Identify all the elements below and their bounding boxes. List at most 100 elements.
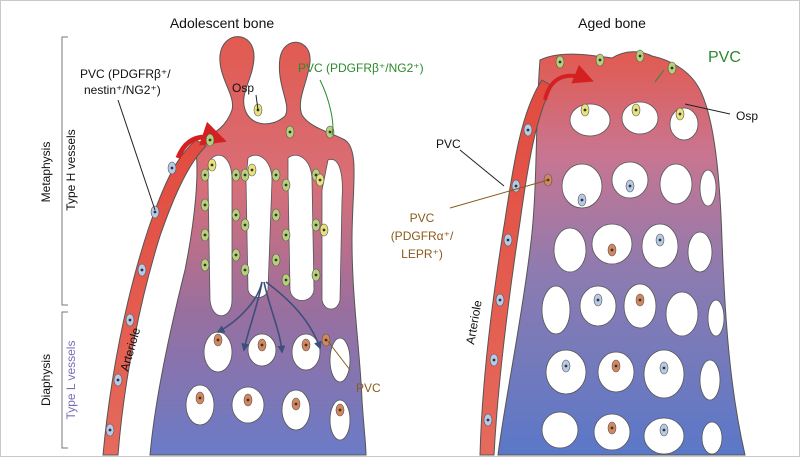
vessel-gap-3	[287, 154, 315, 301]
cell-nucleus	[260, 343, 264, 347]
cell-nucleus	[234, 253, 238, 257]
cell-nucleus	[274, 213, 278, 217]
cell-nucleus	[486, 418, 490, 422]
label-pvc-aged-mid-line2: (PDGFRα⁺/	[391, 229, 454, 243]
cell-nucleus	[318, 178, 322, 182]
cell-nucleus	[203, 203, 207, 207]
label-pvc-aged-mid-line1: PVC	[410, 211, 435, 225]
label-pvc-diaphysis: PVC	[356, 381, 381, 395]
arterial-flow-arrow	[175, 121, 227, 160]
cell-nucleus	[284, 278, 288, 282]
vessel-gap-9	[185, 384, 215, 426]
cell-nucleus	[662, 428, 666, 432]
cell-nucleus	[506, 238, 510, 242]
label-pvc-aged-mid-line3: LEPR⁺)	[401, 247, 443, 261]
cell-nucleus	[153, 210, 157, 214]
vessel-gap-2	[245, 154, 273, 298]
cell-nucleus	[526, 128, 530, 132]
cell-nucleus	[580, 198, 584, 202]
cell-nucleus	[338, 408, 342, 412]
cell-nucleus	[670, 66, 674, 70]
cell-nucleus	[116, 378, 120, 382]
vessel-gap-8	[329, 337, 351, 383]
cell-nucleus	[596, 298, 600, 302]
title-aged-bone: Aged bone	[578, 15, 646, 31]
label-osp: Osp	[232, 81, 254, 95]
label-pvc-pdgfrb-ng2: PVC (PDGFRβ⁺/NG2⁺)	[298, 61, 424, 75]
cell-nucleus	[170, 166, 174, 170]
cell-nucleus	[284, 183, 288, 187]
cell-nucleus	[314, 223, 318, 227]
cell-nucleus	[638, 298, 642, 302]
cell-nucleus	[208, 138, 212, 142]
cell-nucleus	[108, 428, 112, 432]
label-metaphysis: Metaphysis	[39, 142, 53, 203]
cell-nucleus	[294, 402, 298, 406]
label-pvc-nestin-line2: nestin⁺/NG2⁺)	[84, 83, 161, 97]
label-pvc-aged-top: PVC	[708, 49, 741, 66]
leader-lines	[117, 69, 731, 371]
vessel-gap-7	[291, 333, 321, 371]
vessel-gap-12	[329, 399, 351, 441]
label-type-h-vessels: Type H vessels	[64, 129, 78, 210]
label-pvc-aged-left: PVC	[436, 137, 461, 151]
cell-nucleus	[246, 398, 250, 402]
cell-nucleus	[203, 173, 207, 177]
cell-nucleus	[304, 343, 308, 347]
cell-nucleus	[498, 298, 502, 302]
cell-nucleus	[243, 173, 247, 177]
cell-nucleus	[203, 233, 207, 237]
vessel-gap-4	[321, 158, 343, 310]
cell-nucleus	[128, 318, 132, 322]
cell-nucleus	[284, 233, 288, 237]
label-diaphysis: Diaphysis	[39, 354, 53, 406]
cell-nucleus	[234, 173, 238, 177]
cell-nucleus	[250, 168, 254, 172]
cell-nucleus	[558, 60, 562, 64]
cell-nucleus	[324, 338, 328, 342]
cell-nucleus	[628, 184, 632, 188]
cell-nucleus	[198, 396, 202, 400]
cell-nucleus	[638, 54, 642, 58]
cell-nucleus	[288, 130, 292, 134]
cell-nucleus	[492, 358, 496, 362]
cell-layer	[105, 49, 685, 437]
cell-nucleus	[610, 426, 614, 430]
label-type-l-vessels: Type L vessels	[64, 341, 78, 420]
cell-nucleus	[210, 163, 214, 167]
cell-nucleus	[314, 173, 318, 177]
cell-nucleus	[274, 258, 278, 262]
cell-nucleus	[322, 228, 326, 232]
cell-nucleus	[314, 273, 318, 277]
cell-nucleus	[583, 108, 587, 112]
cell-nucleus	[216, 338, 220, 342]
cell-nucleus	[274, 173, 278, 177]
cell-nucleus	[658, 238, 662, 242]
cell-nucleus	[634, 108, 638, 112]
venous-flow-arrows	[216, 281, 322, 354]
cell-nucleus	[678, 112, 682, 116]
region-brackets	[61, 36, 68, 449]
aged-vessel-gaps	[541, 101, 725, 455]
title-adolescent-bone: Adolescent bone	[170, 15, 275, 31]
cell-nucleus	[243, 223, 247, 227]
cell-nucleus	[514, 184, 518, 188]
vessel-gap-1	[207, 154, 233, 317]
cell-nucleus	[243, 268, 247, 272]
label-pvc-nestin-line1: PVC (PDGFRβ⁺/	[80, 67, 171, 81]
cell-nucleus	[140, 268, 144, 272]
aged-arterial-flow-arrow	[543, 64, 594, 101]
label-arteriole-aged: Arteriole	[463, 299, 485, 346]
cell-nucleus	[598, 58, 602, 62]
cell-nucleus	[662, 366, 666, 370]
adolescent-bone-panel	[102, 36, 367, 456]
cell-nucleus	[614, 364, 618, 368]
cell-nucleus	[234, 213, 238, 217]
cell-nucleus	[203, 263, 207, 267]
cell-nucleus	[564, 364, 568, 368]
cell-nucleus	[328, 130, 332, 134]
cell-nucleus	[610, 248, 614, 252]
label-osp-aged: Osp	[736, 109, 758, 123]
